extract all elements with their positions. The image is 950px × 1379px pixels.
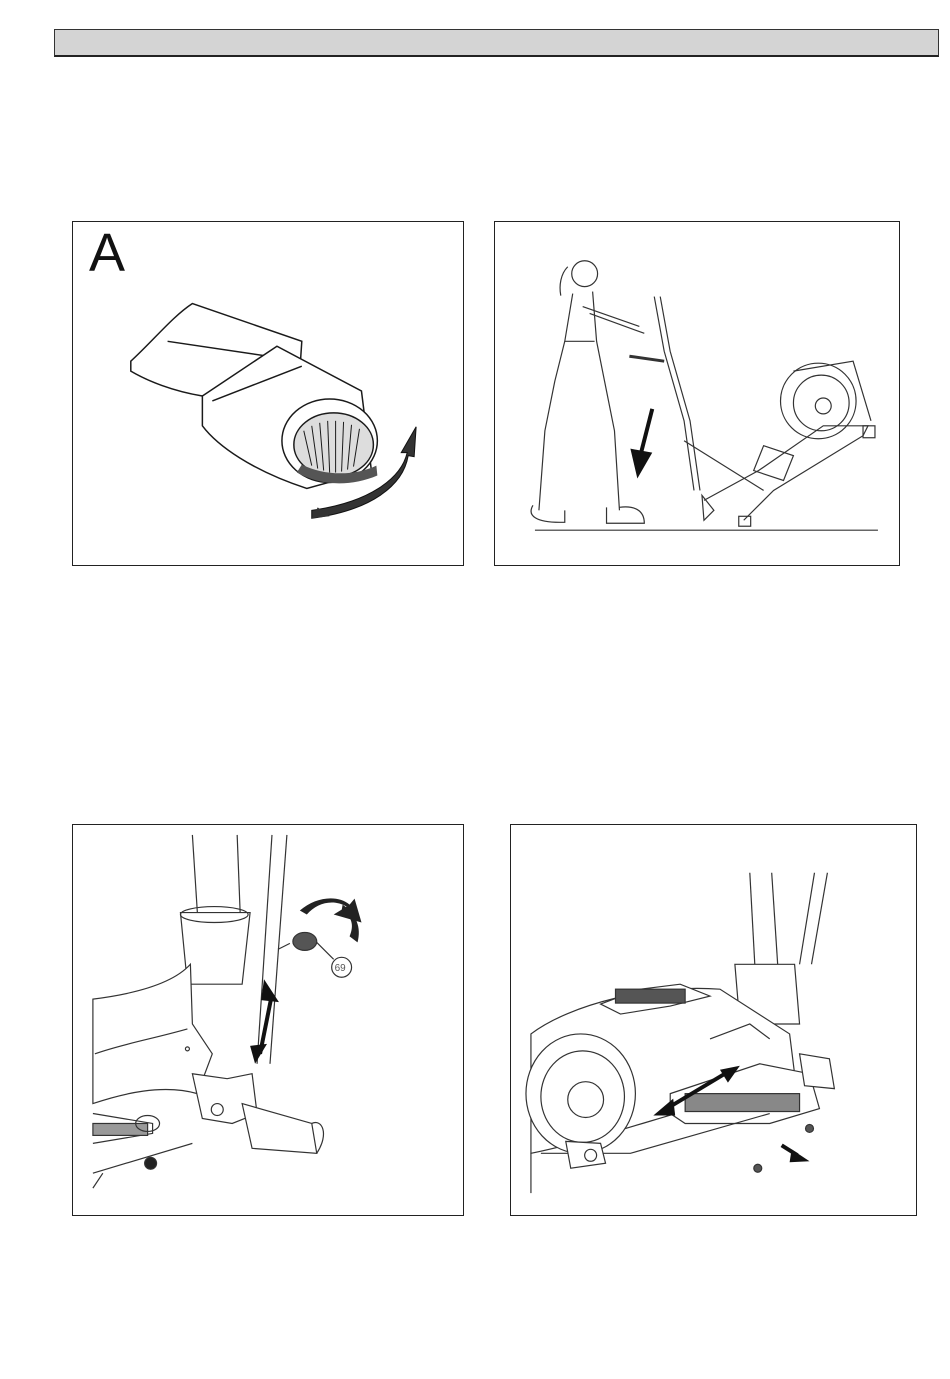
section-header-bar bbox=[54, 29, 939, 57]
up-down-arrow-icon bbox=[73, 825, 463, 1215]
figure-panel-a: A bbox=[72, 221, 464, 566]
figure-panel-b bbox=[494, 221, 900, 566]
down-arrow-icon bbox=[495, 222, 899, 565]
figure-panel-d bbox=[510, 824, 917, 1216]
rotate-arrow-icon bbox=[73, 222, 463, 565]
remove-arrow-icon bbox=[511, 825, 916, 1215]
figure-panel-c: 69 bbox=[72, 824, 464, 1216]
